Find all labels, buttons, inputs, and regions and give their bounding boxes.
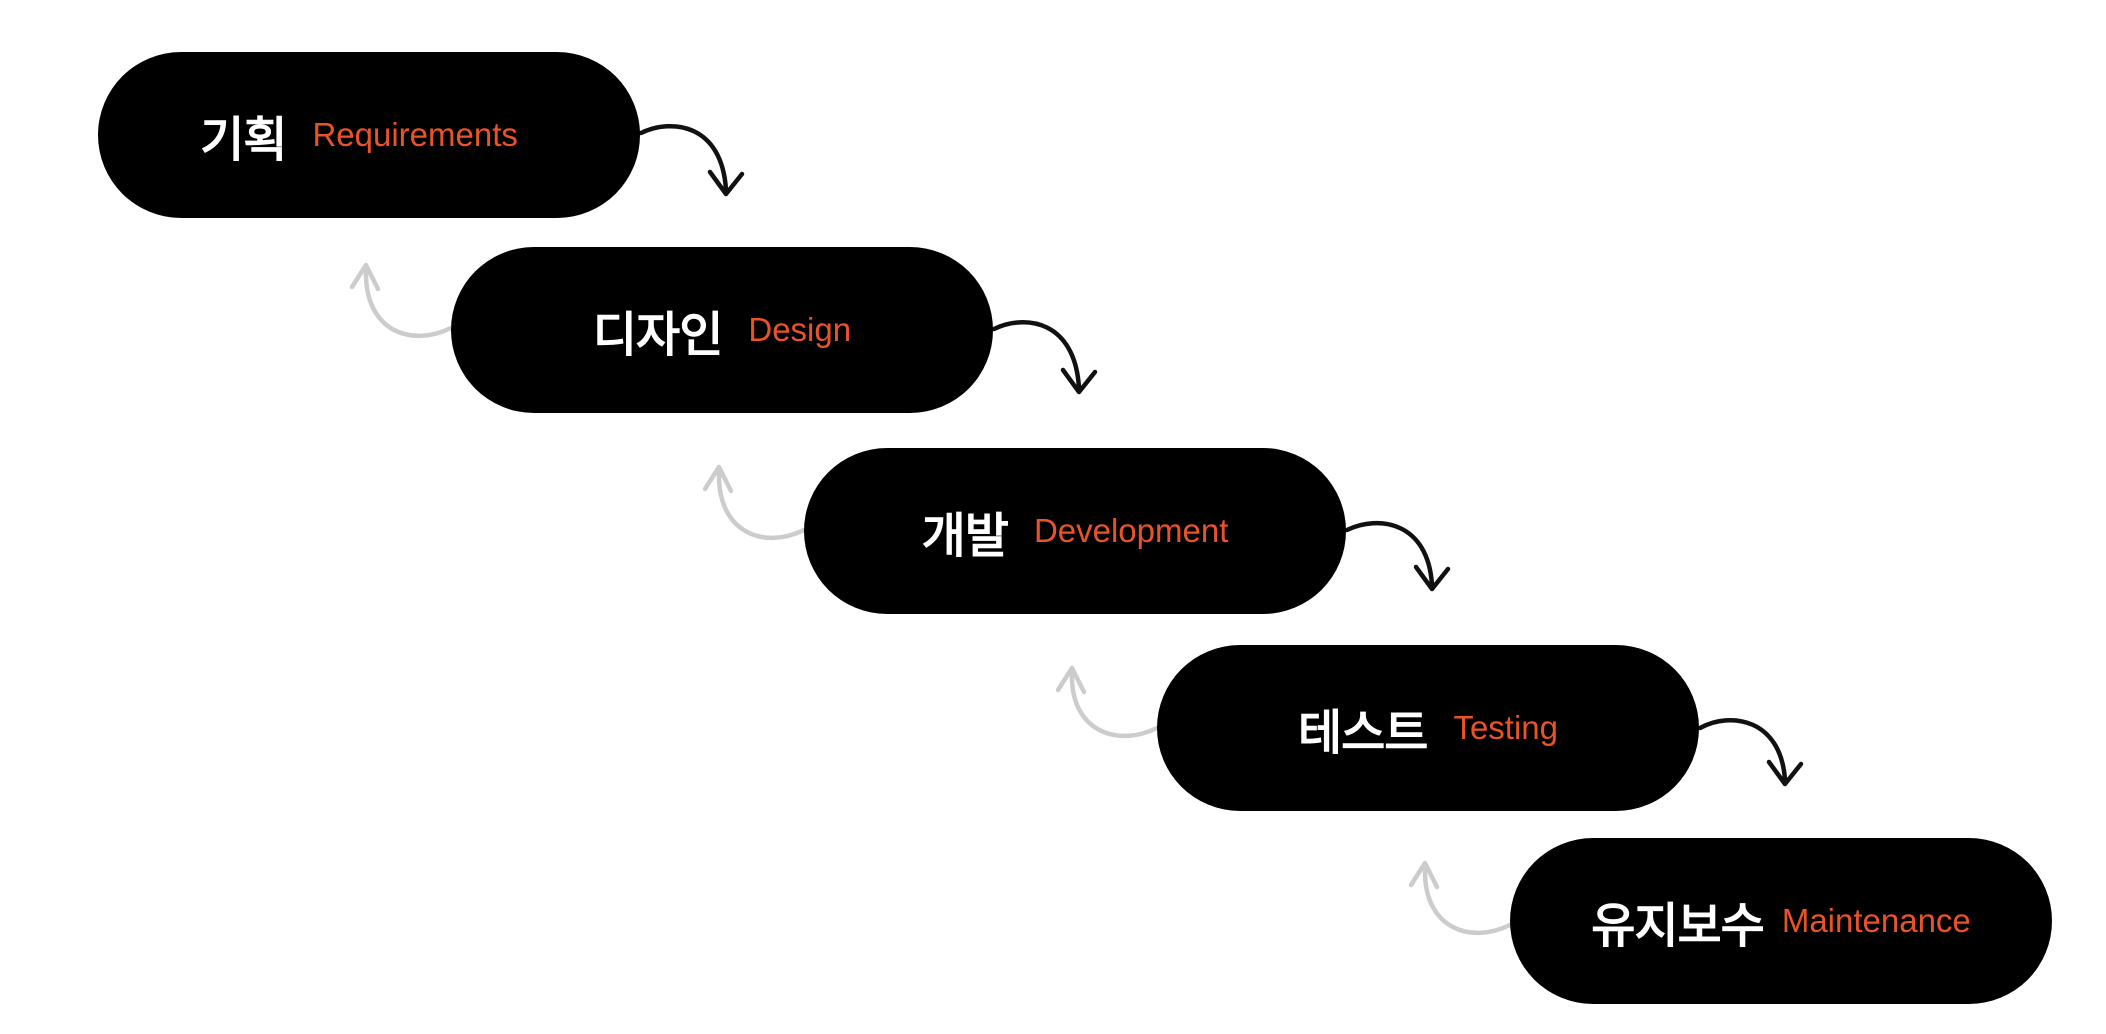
forward-arrow-4 — [1697, 717, 1804, 787]
forward-arrow-3 — [1344, 520, 1451, 592]
feedback-arrow-2 — [702, 464, 807, 541]
feedback-arrow-3 — [1055, 665, 1160, 739]
stage-english-label: Development — [1033, 512, 1229, 549]
stage-development: 개발 Development — [804, 448, 1346, 614]
stage-korean-label: 기획 — [200, 112, 287, 168]
stage-korean-label: 유지보수 — [1591, 898, 1765, 954]
feedback-arrow-4 — [1408, 860, 1513, 936]
feedback-arrow-1 — [349, 262, 454, 339]
stage-english-label: Maintenance — [1781, 902, 1971, 939]
stage-testing: 테스트 Testing — [1157, 645, 1699, 811]
stage-requirements: 기획 Requirements — [98, 52, 640, 218]
forward-arrow-2 — [991, 320, 1098, 395]
stage-design: 디자인 Design — [451, 247, 993, 413]
stage-english-label: Testing — [1453, 709, 1559, 746]
stage-korean-label: 개발 — [921, 508, 1009, 564]
stage-english-label: Requirements — [312, 116, 518, 153]
stage-korean-label: 테스트 — [1297, 705, 1428, 761]
stage-english-label: Design — [748, 311, 852, 348]
stage-korean-label: 디자인 — [592, 307, 723, 363]
forward-arrow-1 — [638, 124, 745, 197]
stage-maintenance: 유지보수 Maintenance — [1510, 838, 2052, 1004]
